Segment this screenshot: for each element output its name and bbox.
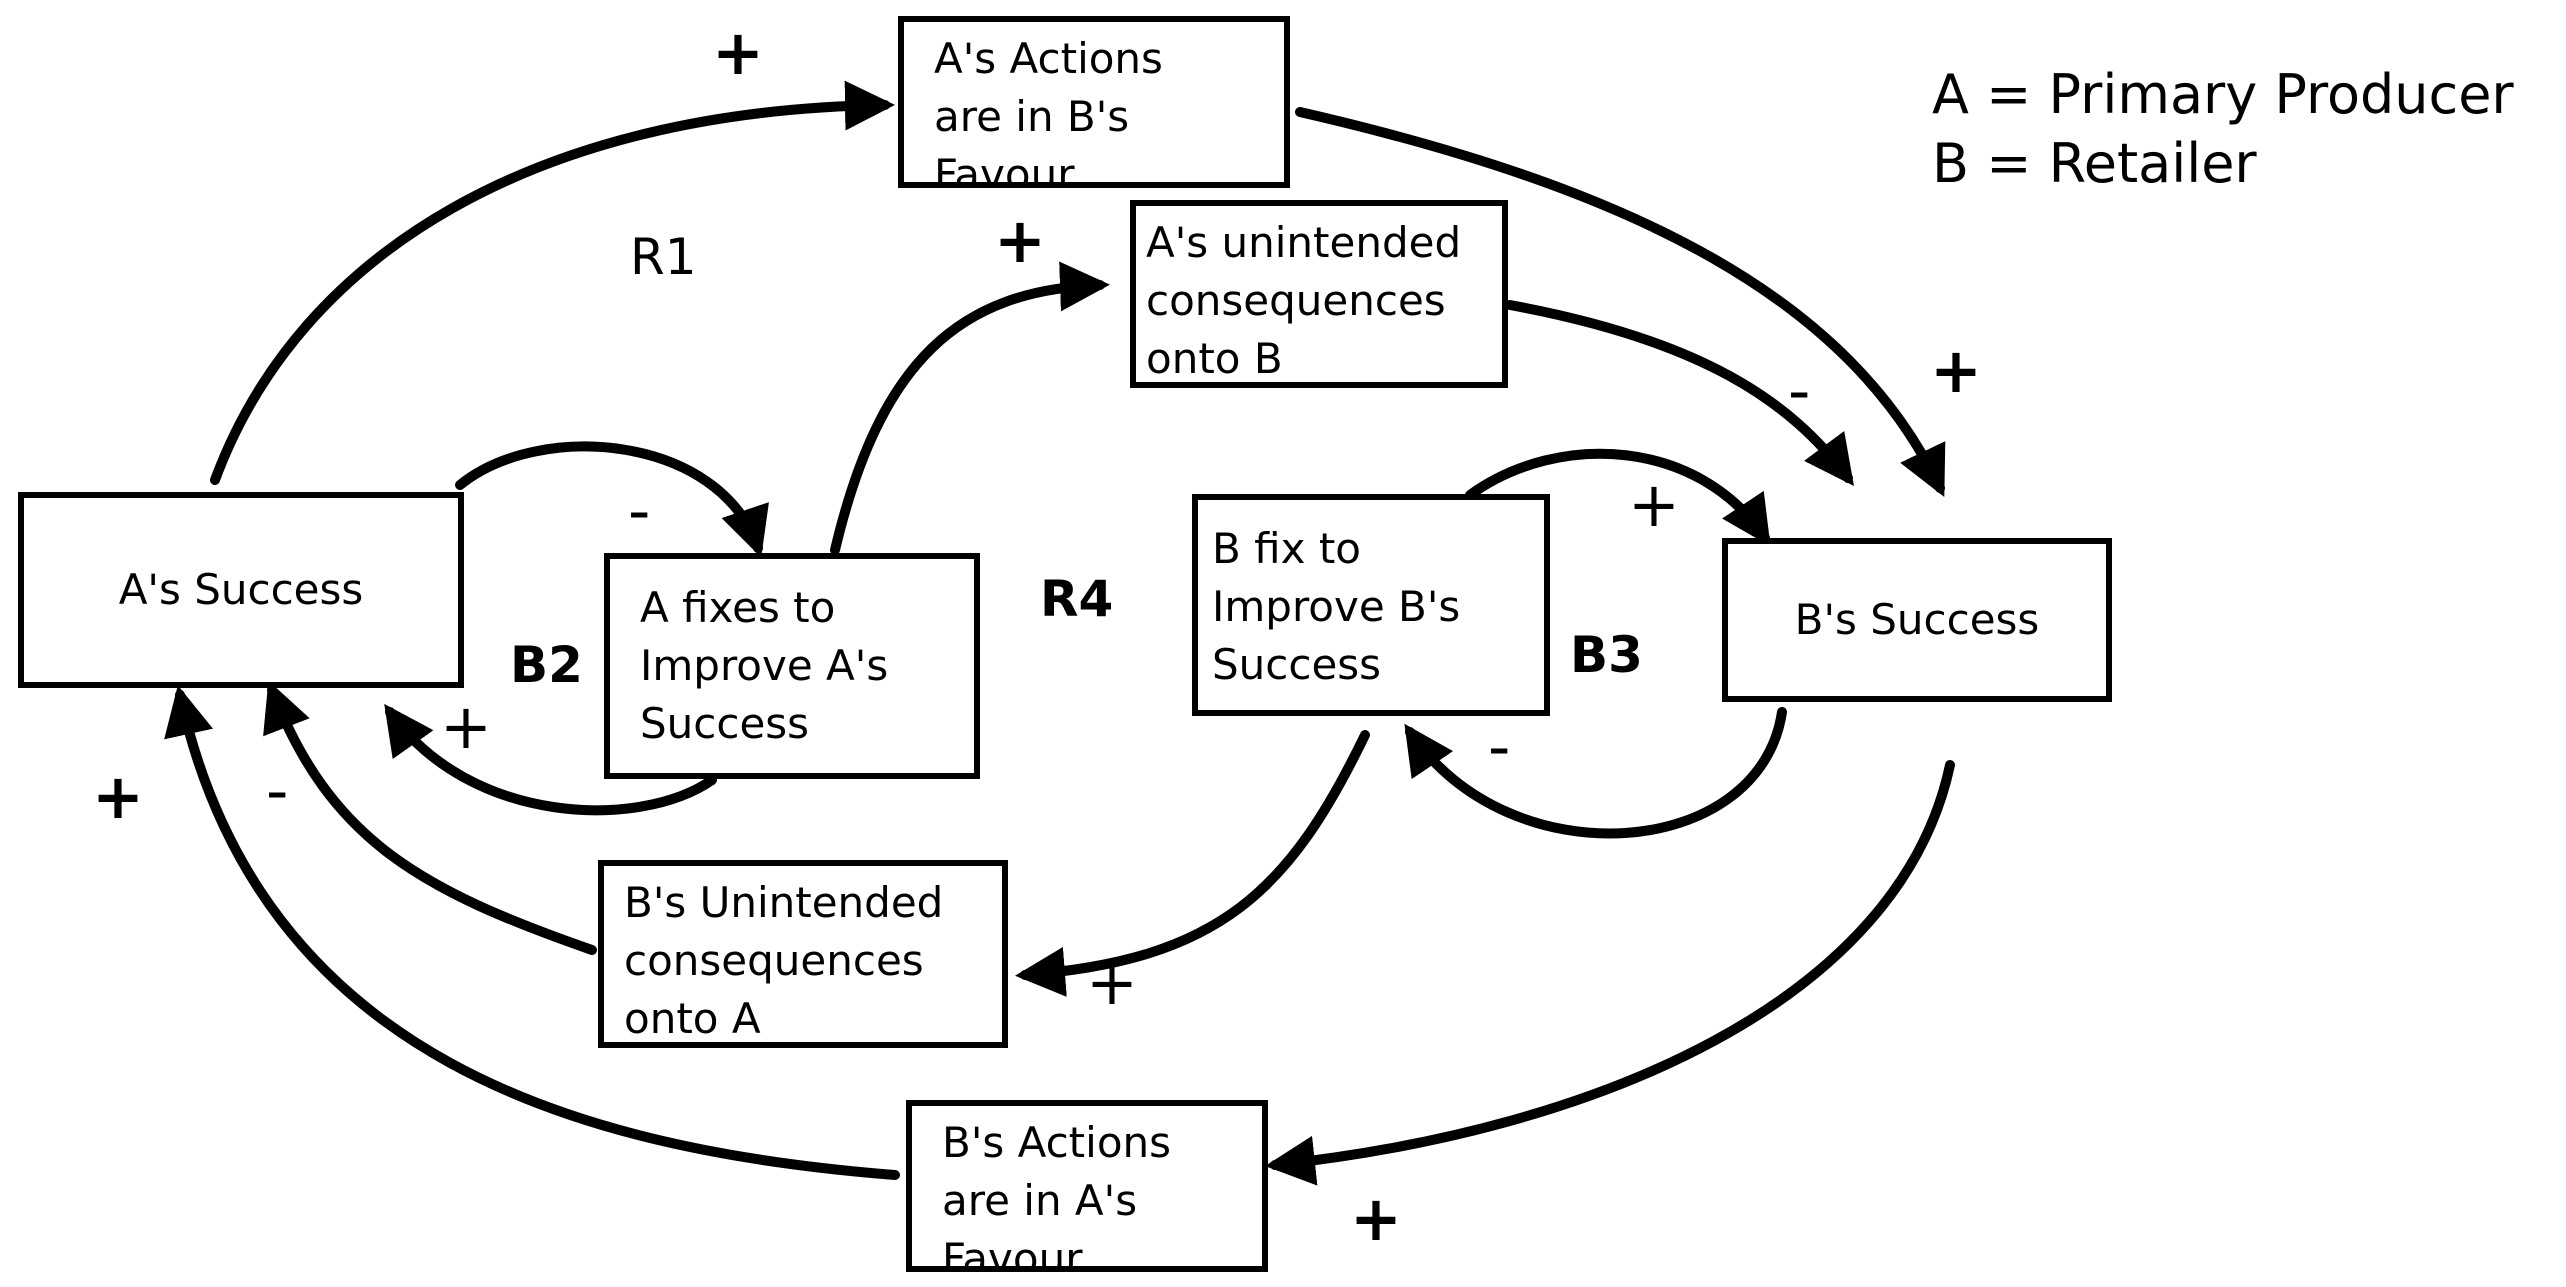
link-b-actions-to-a-success [164, 685, 900, 1180]
link-a-success-to-a-fixes [455, 441, 769, 558]
polarity-b-unintended-in: + [1086, 946, 1138, 1019]
polarity-b-success-right: + [1930, 334, 1982, 407]
node-a-success: A's Success [18, 492, 464, 688]
link-a-fixes-to-a-success [384, 703, 717, 816]
node-b-unintended-consequences: B's Unintended consequences onto A [598, 860, 1008, 1048]
polarity-b3-bottom: - [1488, 710, 1511, 783]
node-label: A's Success [118, 565, 364, 615]
polarity-b2-top: - [628, 474, 651, 547]
link-a-actions-to-b-success [1295, 107, 1946, 498]
node-label: B's Unintended consequences onto A [624, 878, 944, 1043]
node-b-actions-in-a-favour: B's Actions are in A's Favour [906, 1100, 1268, 1272]
node-a-fixes-to-improve: A fixes to Improve A's Success [604, 553, 980, 779]
loop-label-r1: R1 [630, 228, 697, 286]
polarity-b-success-left: - [1788, 354, 1811, 427]
polarity-b2-bottom: + [440, 690, 492, 763]
node-a-actions-in-b-favour: A's Actions are in B's Favour [898, 16, 1290, 188]
link-b-fix-to-b-success [1465, 448, 1771, 547]
link-a-unintended-to-b-success [1505, 300, 1854, 487]
legend-line-a: A = Primary Producer [1932, 63, 2514, 126]
polarity-left-outer: + [92, 760, 144, 833]
link-b-unintended-to-a-success [263, 680, 597, 955]
loop-label-b3: B3 [1570, 626, 1643, 684]
node-label: B fix to Improve B's Success [1212, 524, 1461, 689]
link-a-success-to-a-actions [210, 80, 895, 485]
node-label: A's unintended consequences onto B [1146, 218, 1462, 383]
loop-label-b2: B2 [510, 636, 583, 694]
polarity-b3-top: + [1628, 468, 1680, 541]
polarity-a-unintended: + [994, 204, 1046, 277]
node-label: A fixes to Improve A's Success [640, 583, 889, 748]
polarity-bottom: + [1350, 1182, 1402, 1255]
link-b-fix-to-b-unintended [1015, 730, 1370, 997]
link-a-fixes-to-a-unintended [830, 261, 1110, 555]
legend: A = Primary Producer B = Retailer [1932, 60, 2514, 198]
link-b-success-to-b-fix [1404, 707, 1787, 839]
node-label: B's Actions are in A's Favour [942, 1118, 1172, 1272]
link-b-success-to-b-actions [1265, 760, 1955, 1186]
polarity-left-inner: - [266, 754, 289, 827]
node-b-success: B's Success [1722, 538, 2112, 702]
loop-label-r4: R4 [1040, 570, 1114, 628]
node-b-fix-to-improve: B fix to Improve B's Success [1192, 494, 1550, 716]
node-label: A's Actions are in B's Favour [934, 34, 1163, 188]
node-label: B's Success [1794, 595, 2040, 645]
node-a-unintended-consequences: A's unintended consequences onto B [1130, 200, 1508, 388]
legend-line-b: B = Retailer [1932, 132, 2257, 196]
polarity-top-left: + [712, 16, 764, 89]
